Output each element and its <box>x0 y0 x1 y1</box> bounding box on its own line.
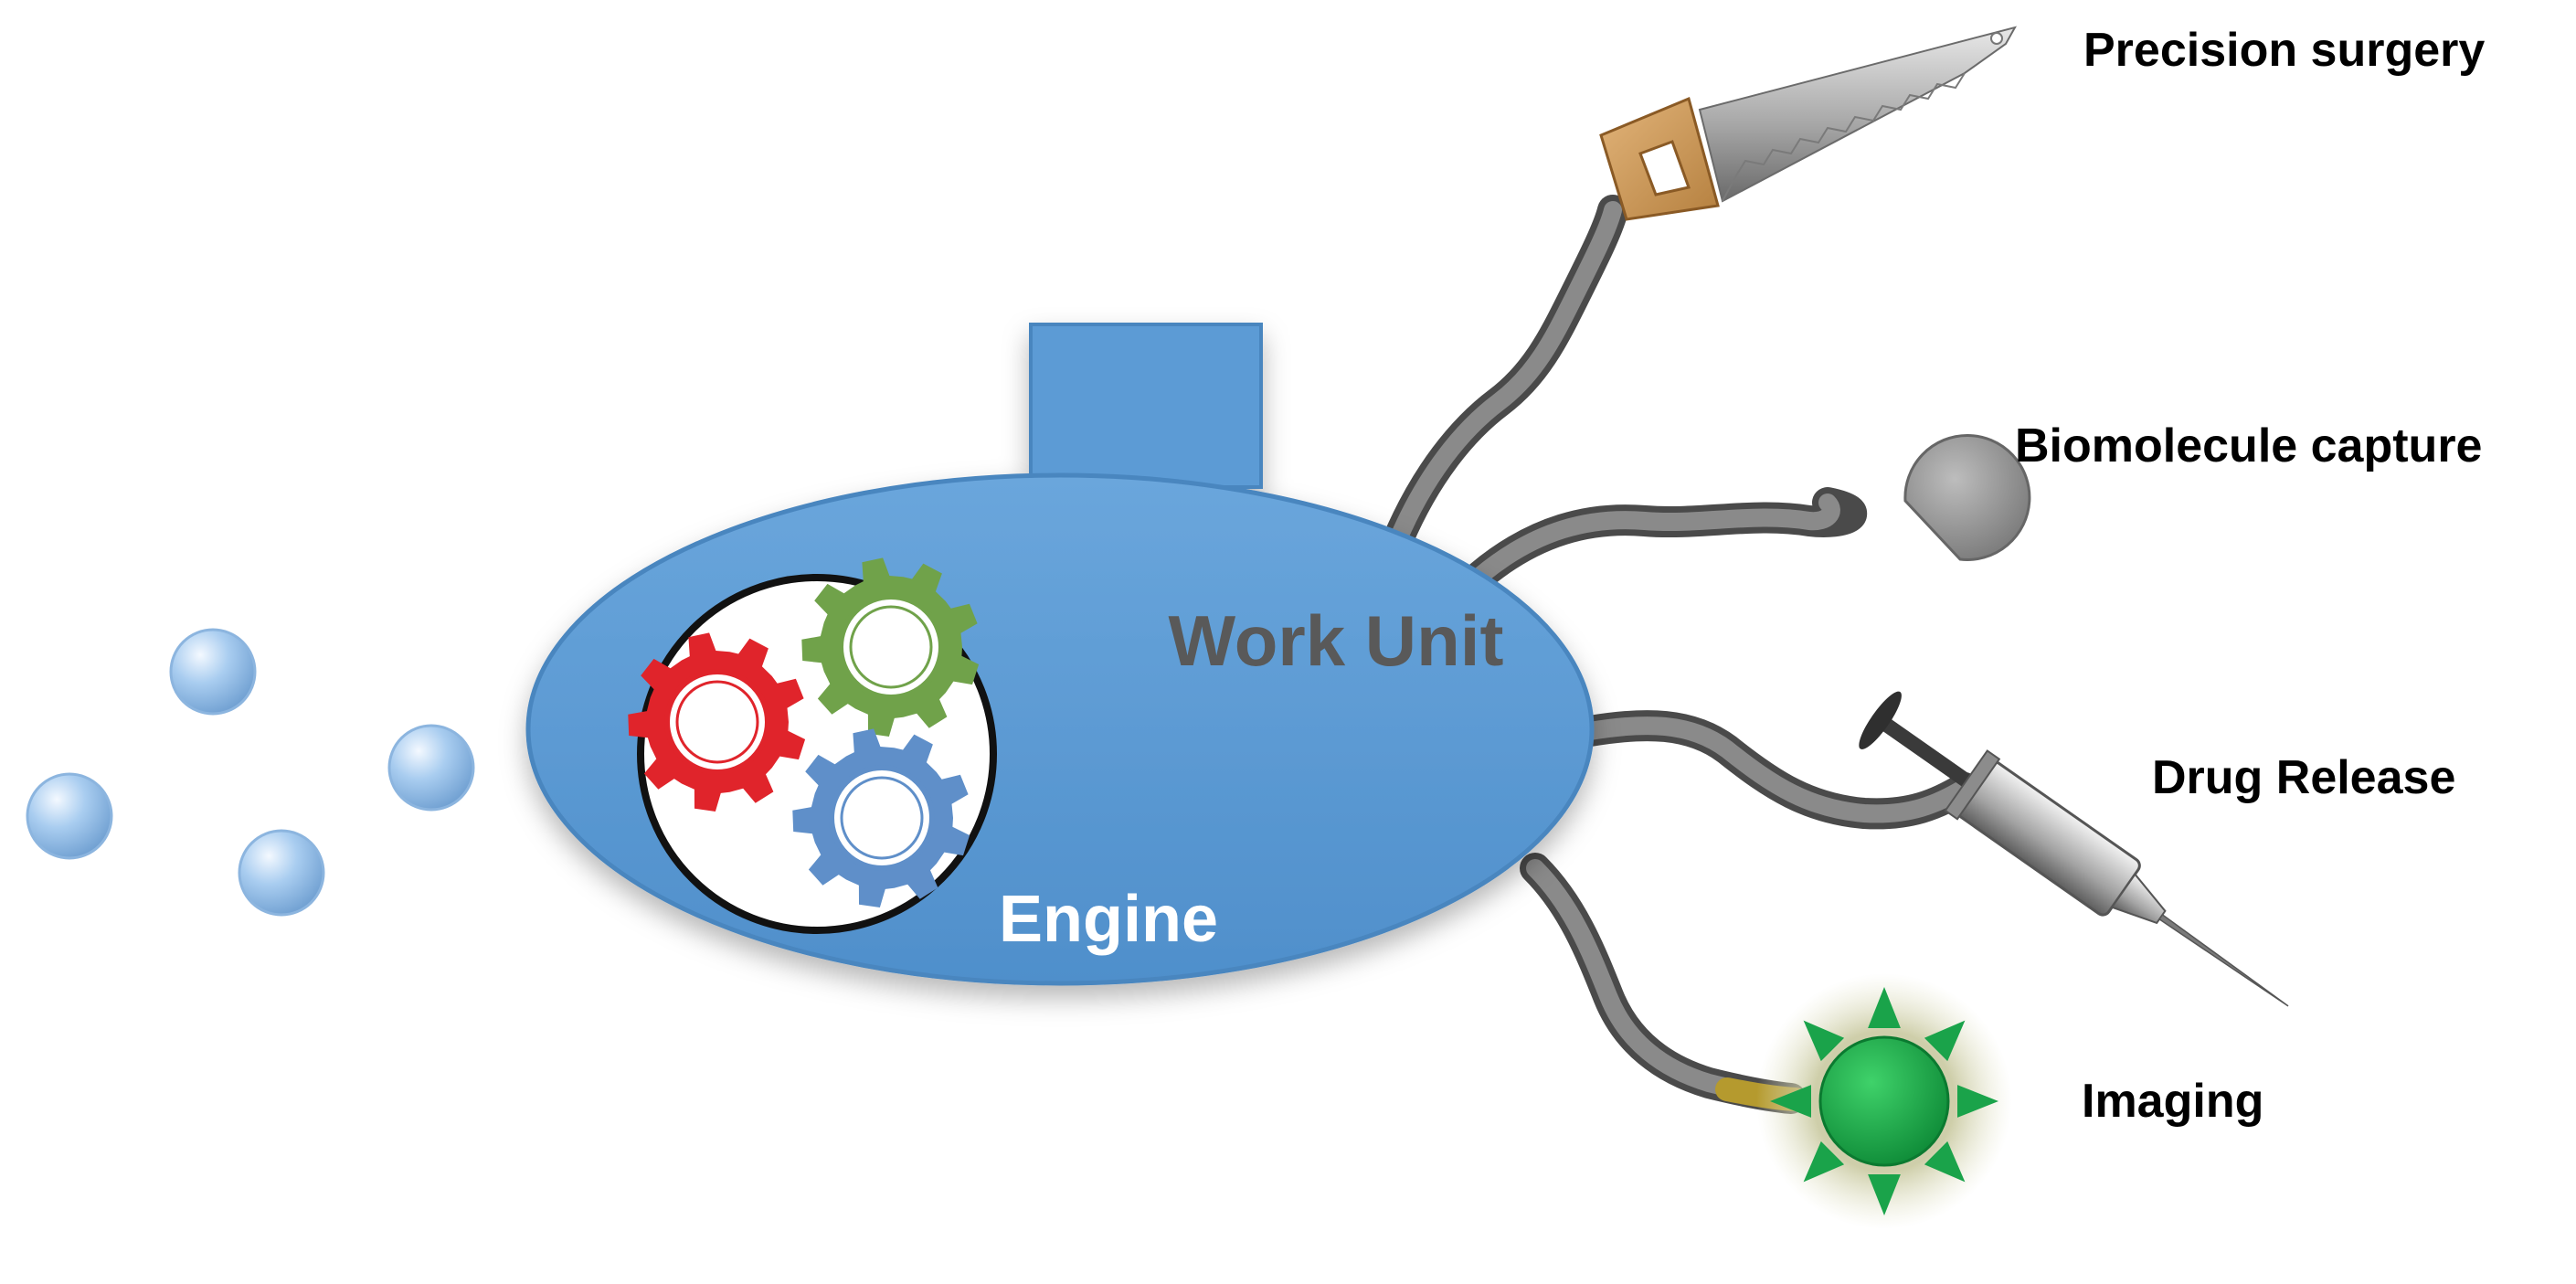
bubble <box>238 829 325 917</box>
syringe-needle <box>2158 913 2289 1007</box>
star-spike <box>1868 1174 1901 1215</box>
glowing-star-icon <box>1756 973 2012 1229</box>
bubbles <box>26 628 475 917</box>
star-spike <box>1924 1020 1966 1062</box>
engine <box>628 557 997 934</box>
conning-tower <box>1029 323 1263 489</box>
syringe-icon <box>1859 691 2289 1007</box>
gear-red-icon <box>628 632 806 812</box>
function-labels: Precision surgery Biomolecule capture Dr… <box>2015 24 2485 1128</box>
pacman-gripper-icon <box>1903 433 2031 561</box>
engine-label: Engine <box>999 883 1218 956</box>
syringe-plunger-cap <box>1859 691 1902 749</box>
arms <box>1383 195 1980 1114</box>
bubble <box>387 724 475 812</box>
star-spike <box>1868 987 1901 1028</box>
label-imaging: Imaging <box>2082 1075 2263 1128</box>
label-drug-release: Drug Release <box>2152 751 2455 804</box>
star-spike <box>1924 1141 1966 1183</box>
label-biomolecule-capture: Biomolecule capture <box>2015 419 2482 472</box>
star-spike <box>1803 1020 1845 1062</box>
saw-icon <box>1599 26 2018 221</box>
label-precision-surgery: Precision surgery <box>2083 24 2485 77</box>
gear-green-icon <box>801 557 980 737</box>
star-spike <box>1770 1085 1811 1118</box>
star-spike <box>1957 1085 1998 1118</box>
syringe-plunger-rod <box>1880 716 1986 798</box>
bubble <box>169 628 257 716</box>
work-unit-label: Work Unit <box>1169 600 1504 681</box>
gear-blue-icon <box>792 728 970 907</box>
star-spike <box>1803 1141 1845 1183</box>
saw-blade <box>1698 26 2018 203</box>
saw-teeth <box>1722 72 1966 202</box>
bubble <box>26 772 113 860</box>
